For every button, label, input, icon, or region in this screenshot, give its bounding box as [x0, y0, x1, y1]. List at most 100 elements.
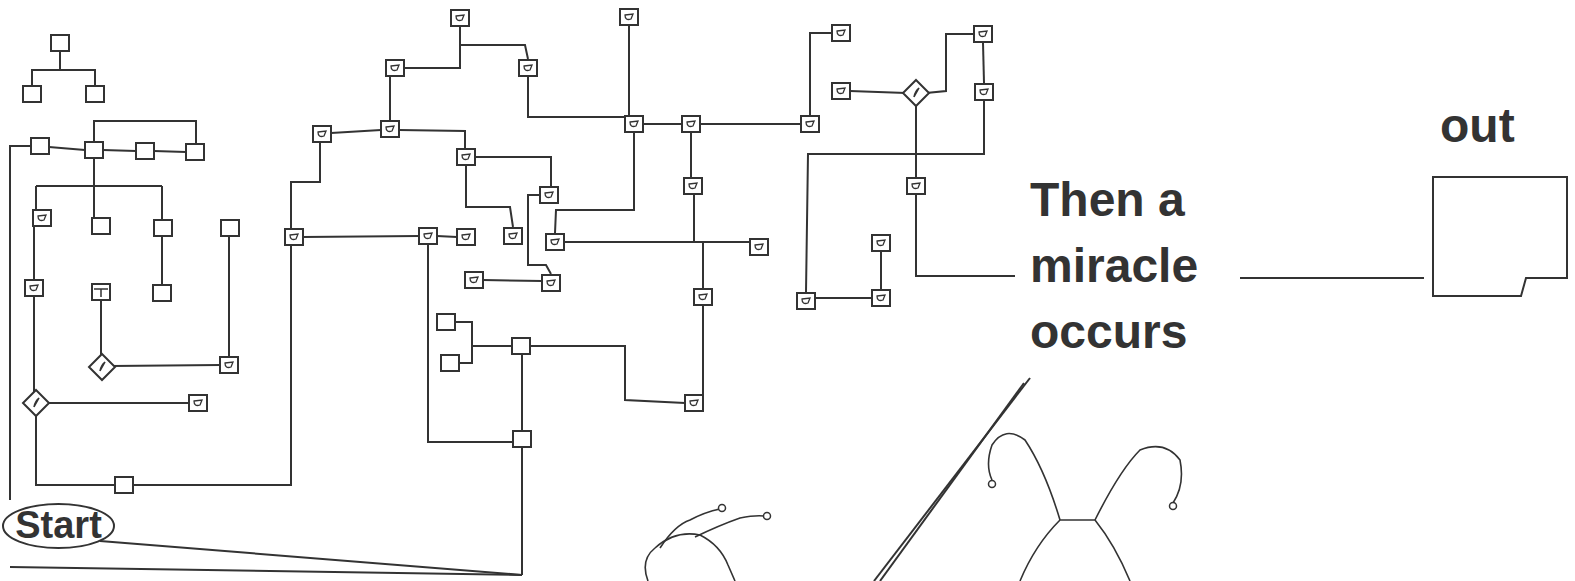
- flow-line: [33, 227, 35, 279]
- cartoon-figure: [1095, 447, 1181, 520]
- flow-line: [100, 300, 102, 357]
- process-box: [832, 25, 850, 41]
- process-box: [220, 357, 238, 373]
- process-box: [872, 290, 890, 306]
- process-box: [832, 83, 850, 99]
- process-box: [465, 272, 483, 288]
- process-box: [684, 178, 702, 194]
- decision-diamond: [903, 80, 929, 106]
- flow-line: [475, 157, 551, 186]
- process-box: [974, 26, 992, 42]
- process-box: [23, 86, 41, 102]
- antenna-tip: [719, 505, 726, 512]
- process-box: [154, 220, 172, 236]
- process-box: [136, 143, 154, 159]
- flow-line: [874, 378, 1030, 581]
- flow-line: [154, 151, 186, 152]
- flow-line: [628, 26, 630, 115]
- flow-line: [483, 280, 542, 281]
- process-box: [542, 275, 560, 291]
- flow-line: [810, 33, 832, 115]
- process-box: [441, 355, 459, 371]
- process-box: [504, 228, 522, 244]
- process-box: [546, 234, 564, 250]
- decision-diamond: [23, 390, 49, 416]
- process-box: [115, 477, 133, 493]
- process-box: [189, 395, 207, 411]
- cartoon-figure: [989, 434, 1061, 520]
- flow-line: [926, 34, 974, 93]
- flow-line: [466, 166, 513, 227]
- flow-line: [916, 195, 1015, 276]
- process-box: [801, 116, 819, 132]
- flow-line: [555, 133, 634, 233]
- flow-line: [690, 133, 692, 177]
- flow-line: [521, 355, 523, 430]
- process-box: [620, 9, 638, 25]
- flow-line: [404, 27, 460, 68]
- flow-line: [32, 70, 95, 86]
- flow-line: [915, 103, 917, 177]
- process-box: [186, 144, 204, 160]
- process-box: [86, 86, 104, 102]
- flow-line: [49, 147, 85, 150]
- flow-line: [112, 365, 220, 366]
- flow-line: [850, 91, 906, 93]
- note-text: Then a miracle occurs: [1030, 167, 1230, 365]
- process-box: [51, 35, 69, 51]
- flow-line: [399, 130, 465, 148]
- cartoon-figure: [1020, 520, 1130, 581]
- flow-line: [303, 236, 419, 237]
- start-terminal: Start: [2, 503, 115, 549]
- process-box: [694, 289, 712, 305]
- flow-line: [880, 383, 1024, 581]
- flow-line: [10, 567, 522, 575]
- process-box: [92, 284, 110, 300]
- process-box: [907, 178, 925, 194]
- process-box: [519, 60, 537, 76]
- process-box: [540, 187, 558, 203]
- flow-line: [331, 130, 381, 133]
- node-text: Start: [2, 503, 115, 547]
- flow-line: [161, 237, 163, 284]
- process-box: [381, 121, 399, 137]
- flow-line: [33, 297, 35, 393]
- flow-line: [528, 77, 625, 117]
- process-box: [750, 239, 768, 255]
- process-box: [221, 220, 239, 236]
- process-box: [31, 138, 49, 154]
- process-box: [85, 142, 103, 158]
- process-box: [153, 285, 171, 301]
- process-box: [512, 338, 530, 354]
- decision-diamond: [89, 354, 115, 380]
- antenna-tip: [764, 513, 771, 520]
- flow-line: [460, 45, 528, 59]
- flow-line: [133, 143, 320, 485]
- process-box: [25, 280, 43, 296]
- flow-line: [437, 236, 457, 237]
- cartoon-figure: [660, 509, 720, 548]
- flow-line: [103, 150, 136, 151]
- flow-line: [806, 101, 984, 292]
- node-text: out: [1432, 100, 1568, 153]
- process-box: [451, 10, 469, 26]
- flow-line: [530, 346, 685, 403]
- cartoon-figure: [645, 534, 735, 581]
- process-box: [437, 314, 455, 330]
- antenna-tip: [1170, 503, 1177, 510]
- flow-line: [36, 413, 115, 485]
- process-box: [386, 60, 404, 76]
- flow-line: [1240, 277, 1424, 279]
- flow-line: [46, 402, 189, 404]
- process-box: [419, 228, 437, 244]
- output-box: out: [1432, 100, 1568, 297]
- process-box: [457, 149, 475, 165]
- flow-line: [472, 345, 512, 347]
- process-box: [33, 210, 51, 226]
- flow-line: [702, 306, 704, 395]
- flow-line: [521, 448, 523, 575]
- flow-line: [564, 241, 750, 243]
- antenna-tip: [989, 481, 996, 488]
- flow-line: [983, 43, 984, 83]
